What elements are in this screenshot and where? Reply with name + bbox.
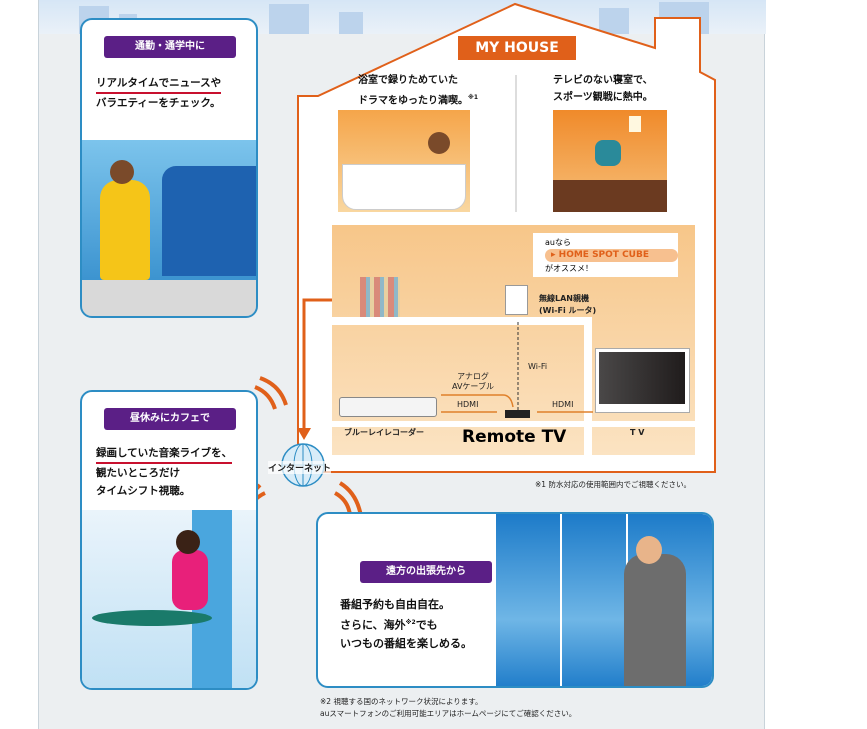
footnote-2: ※2 視聴する国のネットワーク状況によります。auスマートフォンのご利用可能エリ… (320, 697, 577, 718)
bath-caption: 浴室で録りためていたドラマをゆったり満喫。※1 (358, 75, 479, 107)
business-trip-text: 番組予約も自由自在。さらに、海外※2でもいつもの番組を楽しめる。 (340, 598, 472, 650)
remote-tv-label: Remote TV (462, 427, 567, 447)
home-spot-cube-link[interactable]: ▸ HOME SPOT CUBE (545, 249, 678, 262)
router-label: 無線LAN親機(Wi-Fi ルータ) (539, 294, 597, 315)
internet-label: インターネット (268, 461, 332, 474)
tv-label: T V (630, 428, 645, 437)
wifi-label: Wi-Fi (528, 362, 548, 371)
recorder-label: ブルーレイレコーダー (344, 428, 424, 437)
cafe-text: 録画していた音楽ライブを、観たいところだけタイムシフト視聴。 (96, 444, 233, 500)
bath-illustration (338, 110, 470, 212)
footnote-1: ※1 防水対応の使用範囲内でご視聴ください。 (535, 480, 691, 489)
cafe-tag: 昼休みにカフェで (104, 408, 236, 430)
product-callout: auなら ▸ HOME SPOT CUBE がオススメ！ (533, 233, 678, 277)
remote-tv-device-icon (505, 410, 530, 418)
train-illustration (82, 140, 256, 316)
bluray-recorder-icon (339, 397, 437, 417)
commute-card: 通勤・通学中に リアルタイムでニュースやバラエティーをチェック。 (80, 18, 258, 318)
commute-text: リアルタイムでニュースやバラエティーをチェック。 (96, 74, 222, 112)
business-trip-tag: 遠方の出張先から (360, 561, 492, 583)
airport-illustration (496, 514, 712, 686)
business-trip-card: 遠方の出張先から 番組予約も自由自在。さらに、海外※2でもいつもの番組を楽しめる… (316, 512, 714, 688)
hdmi-left-label: HDMI (457, 400, 479, 409)
my-house-title: MY HOUSE (458, 36, 576, 60)
commute-tag: 通勤・通学中に (104, 36, 236, 58)
router-icon (505, 285, 528, 315)
tv-icon (595, 348, 690, 413)
bedroom-illustration (553, 110, 667, 212)
bedroom-caption: テレビのない寝室で、スポーツ観戦に熱中。 (553, 75, 653, 103)
hdmi-right-label: HDMI (552, 400, 574, 409)
cafe-card: 昼休みにカフェで 録画していた音楽ライブを、観たいところだけタイムシフト視聴。 (80, 390, 258, 690)
cafe-illustration (82, 510, 256, 688)
cable-arrows (441, 394, 593, 413)
